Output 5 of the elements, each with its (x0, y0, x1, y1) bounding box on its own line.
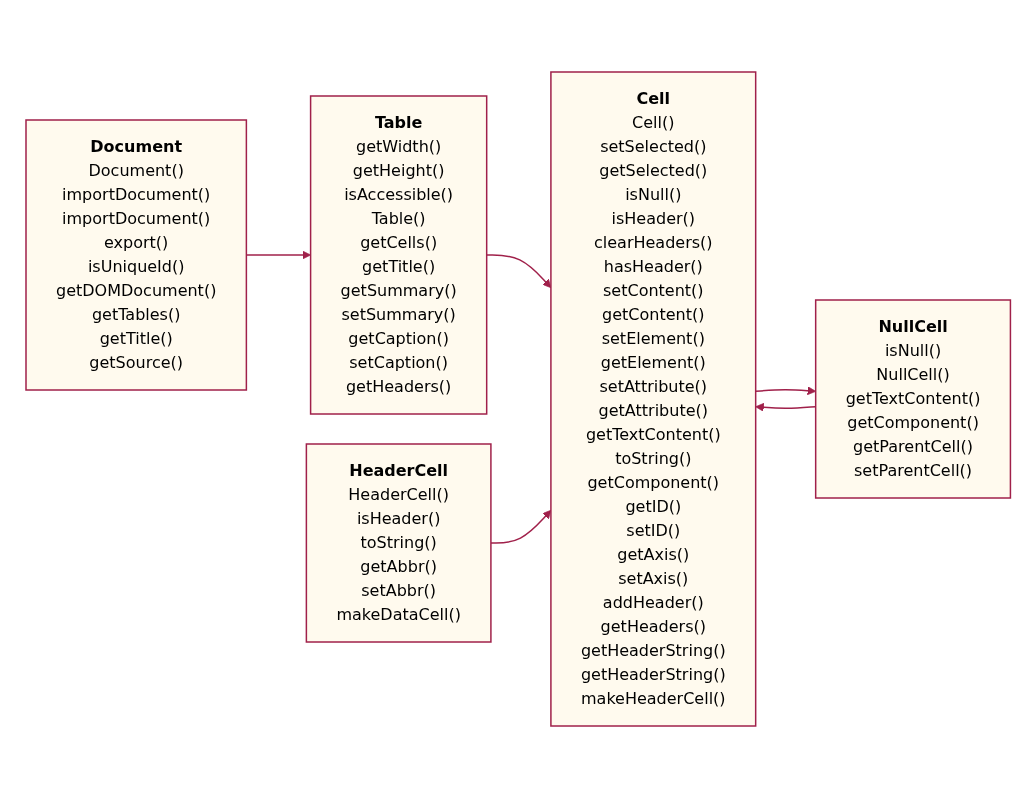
node-box: NullCell isNull() NullCell() getTextContent() getComponent() getParentCell() setParentCell() (814, 299, 1011, 499)
node-box: Table getWidth() getHeight() isAccessible() Table() getCells() getTitle() getSummary() setSummary() getCaption() setCaption() getHeaders() (309, 95, 488, 415)
node-box: Document Document() importDocument() importDocument() export() isUniqueId() getDOMDocument() getTables() getTitle() getSource() (25, 119, 247, 391)
node-box: HeaderCell HeaderCell() isHeader() toString() getAbbr() setAbbr() makeDataCell() (305, 443, 492, 643)
node-box: Cell Cell() setSelected() getSelected() isNull() isHeader() clearHeaders() hasHeader() setContent() getContent() setElement() getElement() setAttribute() getAttribute() getTextContent() toString() getComponent() getID() setID() getAxis() setAxis() addHeader() getHeaders() getHeaderString() getHeaderString() makeHeaderCell() (549, 71, 757, 727)
